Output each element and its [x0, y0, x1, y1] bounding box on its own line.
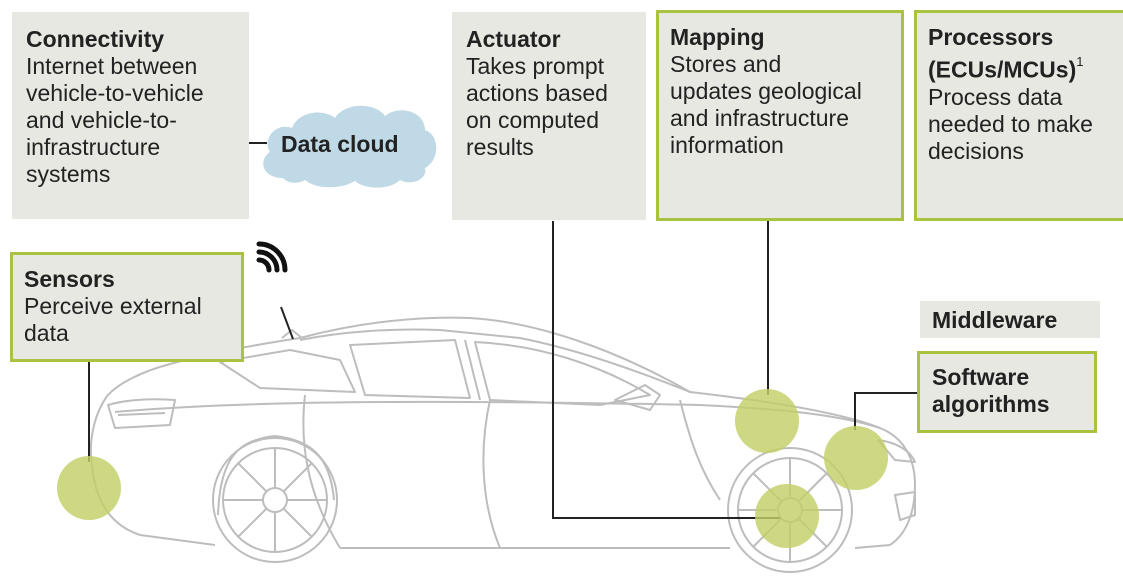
processors-footnote: 1	[1076, 54, 1084, 69]
processors-title: Processors	[928, 24, 1054, 50]
middleware-label: Middleware	[920, 301, 1100, 338]
actuator-box: Actuator Takes prompt actions based on c…	[452, 12, 646, 220]
software-leader-line	[854, 392, 919, 430]
highlight-circles	[57, 389, 888, 548]
wifi-signal-icon	[256, 241, 288, 273]
mapping-desc: Stores and updates geological and infras…	[670, 51, 862, 158]
actuator-desc: Takes prompt actions based on computed r…	[466, 53, 608, 160]
software-algorithms-box: Software algorithms	[917, 351, 1097, 433]
mapping-box: Mapping Stores and updates geological an…	[656, 10, 904, 221]
mapping-highlight-circle	[735, 389, 799, 453]
processors-subtitle: (ECUs/MCUs)1	[928, 54, 1084, 83]
data-cloud-label: Data cloud	[281, 131, 399, 157]
processors-box: Processors (ECUs/MCUs)1 Process data nee…	[914, 10, 1123, 221]
car-illustration	[89, 316, 916, 573]
data-cloud-icon	[263, 105, 437, 188]
sensors-title: Sensors	[24, 266, 115, 292]
connectivity-box: Connectivity Internet between vehicle-to…	[12, 12, 249, 219]
sensor-highlight-circle	[57, 456, 121, 520]
actuator-title: Actuator	[466, 26, 561, 52]
connector-lines	[88, 142, 919, 519]
actuator-highlight-circle	[755, 484, 819, 548]
software-highlight-circle	[824, 426, 888, 490]
antenna-leader-line	[280, 306, 294, 340]
processors-desc: Process data needed to make decisions	[928, 83, 1093, 164]
sensors-box: Sensors Perceive external data	[10, 252, 244, 362]
connectivity-desc: Internet between vehicle-to-vehicle and …	[26, 53, 204, 187]
sensors-desc: Perceive external data	[24, 293, 202, 346]
actuator-leader-line	[552, 221, 780, 519]
connectivity-title: Connectivity	[26, 26, 165, 52]
mapping-title: Mapping	[670, 24, 765, 50]
